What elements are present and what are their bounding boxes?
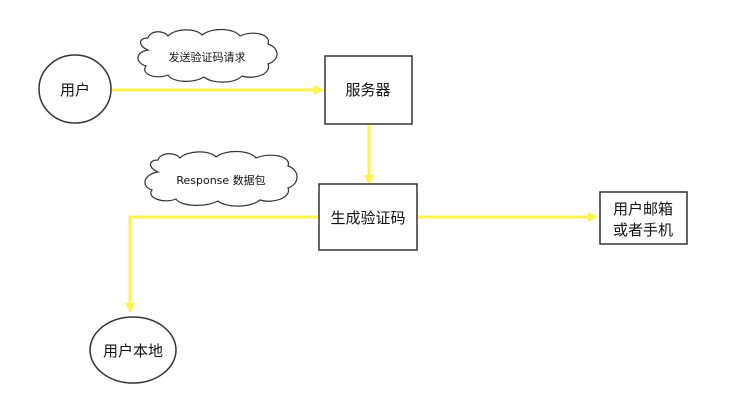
annotation-send-request: 发送验证码请求 <box>169 50 246 64</box>
node-user-local: 用户本地 <box>89 316 177 384</box>
node-generate-code: 生成验证码 <box>318 183 418 251</box>
annotation-response-packet: Response 数据包 <box>176 173 265 187</box>
node-user-local-label: 用户本地 <box>103 342 163 360</box>
connectors <box>112 85 598 313</box>
node-user-contact: 用户邮箱 或者手机 <box>599 191 688 245</box>
node-user: 用户 <box>38 54 112 124</box>
node-server: 服务器 <box>324 55 413 125</box>
node-server-label: 服务器 <box>345 81 390 99</box>
node-user-contact-line1: 用户邮箱 <box>613 200 673 218</box>
annotation-cloud-response: Response 数据包 <box>144 150 298 207</box>
node-user-label: 用户 <box>60 81 90 99</box>
arrow-generate-to-local <box>125 215 318 313</box>
node-generate-code-label: 生成验证码 <box>330 209 405 227</box>
node-user-contact-line2: 或者手机 <box>613 221 673 239</box>
annotation-cloud-request: 发送验证码请求 <box>137 28 278 83</box>
